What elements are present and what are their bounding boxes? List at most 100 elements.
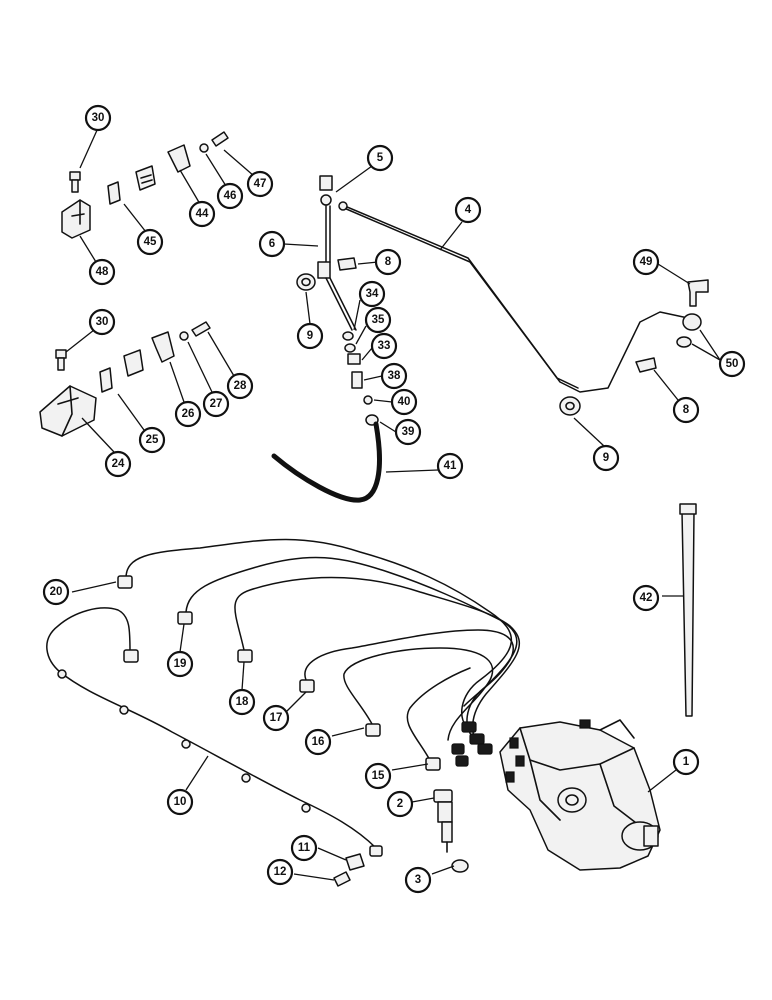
callout-15: 15	[364, 762, 392, 790]
callout-25: 25	[138, 426, 166, 454]
svg-text:2: 2	[397, 798, 403, 810]
callout-9-right: 9	[592, 444, 620, 472]
callout-20: 20	[42, 578, 70, 606]
callout-24: 24	[104, 450, 132, 478]
callout-46: 46	[216, 182, 244, 210]
callout-28: 28	[226, 372, 254, 400]
bolt-28	[191, 321, 211, 337]
callout-8-top: 8	[374, 248, 402, 276]
bracket-48	[61, 199, 91, 239]
callout-16: 16	[304, 728, 332, 756]
callout-8-right: 8	[672, 396, 700, 424]
callout-30-top: 30	[84, 104, 112, 132]
nut-3	[451, 859, 469, 873]
svg-text:27: 27	[210, 398, 223, 410]
nut-46	[199, 143, 209, 153]
svg-text:39: 39	[402, 426, 415, 438]
svg-text:30: 30	[96, 316, 109, 328]
svg-text:25: 25	[146, 434, 159, 446]
washer-50	[676, 336, 692, 348]
svg-text:3: 3	[415, 874, 421, 886]
callout-41: 41	[436, 452, 464, 480]
washer-34	[342, 331, 354, 341]
callout-50: 50	[718, 350, 746, 378]
callout-33: 33	[370, 332, 398, 360]
svg-text:46: 46	[224, 190, 237, 202]
svg-text:26: 26	[182, 408, 195, 420]
callout-1: 1	[672, 748, 700, 776]
callout-2: 2	[386, 790, 414, 818]
svg-text:18: 18	[236, 696, 249, 708]
svg-text:6: 6	[269, 238, 275, 250]
svg-text:9: 9	[307, 330, 313, 342]
grommet-9-right	[559, 396, 581, 416]
tube-6	[325, 205, 331, 263]
svg-text:1: 1	[683, 756, 690, 768]
banjo-50	[682, 313, 702, 331]
svg-text:47: 47	[254, 178, 267, 190]
clamp-45-a	[107, 181, 121, 205]
clamp-45-b	[135, 165, 156, 191]
banjo-fitting-5	[319, 175, 333, 206]
svg-text:10: 10	[174, 796, 187, 808]
callout-44: 44	[188, 200, 216, 228]
callout-49: 49	[632, 248, 660, 276]
svg-text:40: 40	[398, 396, 411, 408]
callout-30-middle: 30	[88, 308, 116, 336]
clamp-25-b	[123, 349, 144, 377]
bolt-30-middle	[55, 349, 67, 371]
svg-text:8: 8	[385, 256, 392, 268]
svg-text:45: 45	[144, 236, 157, 248]
bracket-24	[39, 385, 97, 437]
bolt-12	[333, 871, 351, 887]
callout-26: 26	[174, 400, 202, 428]
clip-44	[167, 144, 191, 173]
callout-48: 48	[88, 258, 116, 286]
fitting-38	[351, 371, 363, 389]
svg-text:20: 20	[50, 586, 63, 598]
callout-42: 42	[632, 584, 660, 612]
svg-text:42: 42	[640, 592, 653, 604]
svg-text:50: 50	[726, 358, 739, 370]
callout-35: 35	[364, 306, 392, 334]
clamp-25-a	[99, 367, 113, 393]
svg-text:24: 24	[112, 458, 125, 470]
callout-9-left: 9	[296, 322, 324, 350]
washer-40	[363, 395, 373, 405]
svg-text:4: 4	[465, 204, 472, 216]
svg-text:28: 28	[234, 380, 247, 392]
svg-text:5: 5	[377, 152, 384, 164]
grommet-9-left	[296, 273, 316, 291]
callout-3: 3	[404, 866, 432, 894]
callout-47: 47	[246, 170, 274, 198]
svg-text:44: 44	[196, 208, 209, 220]
svg-text:33: 33	[378, 340, 391, 352]
bolt-8-top	[337, 257, 357, 271]
bolt-8-right	[635, 357, 657, 373]
callout-10: 10	[166, 788, 194, 816]
svg-text:41: 41	[444, 460, 457, 472]
callout-11: 11	[290, 834, 318, 862]
svg-text:19: 19	[174, 658, 187, 670]
callouts: 30 45 44 46 47 48 5 4 6 8 9 34 35 33 38 …	[42, 104, 746, 894]
svg-text:12: 12	[274, 866, 287, 878]
parts-artwork	[39, 131, 709, 887]
leader-lines	[65, 127, 721, 881]
cable-tie-42	[681, 511, 695, 717]
svg-text:11: 11	[298, 842, 311, 854]
callout-17: 17	[262, 704, 290, 732]
washer-27	[179, 331, 189, 341]
callout-19: 19	[166, 650, 194, 678]
bolt-49	[687, 279, 709, 307]
hose-41	[271, 421, 382, 503]
callout-4: 4	[454, 196, 482, 224]
callout-45-top: 45	[136, 228, 164, 256]
svg-text:34: 34	[366, 288, 379, 300]
callout-5: 5	[366, 144, 394, 172]
callout-6: 6	[258, 230, 286, 258]
callout-18: 18	[228, 688, 256, 716]
fitting-33	[347, 353, 361, 365]
svg-text:48: 48	[96, 266, 109, 278]
callout-12: 12	[266, 858, 294, 886]
